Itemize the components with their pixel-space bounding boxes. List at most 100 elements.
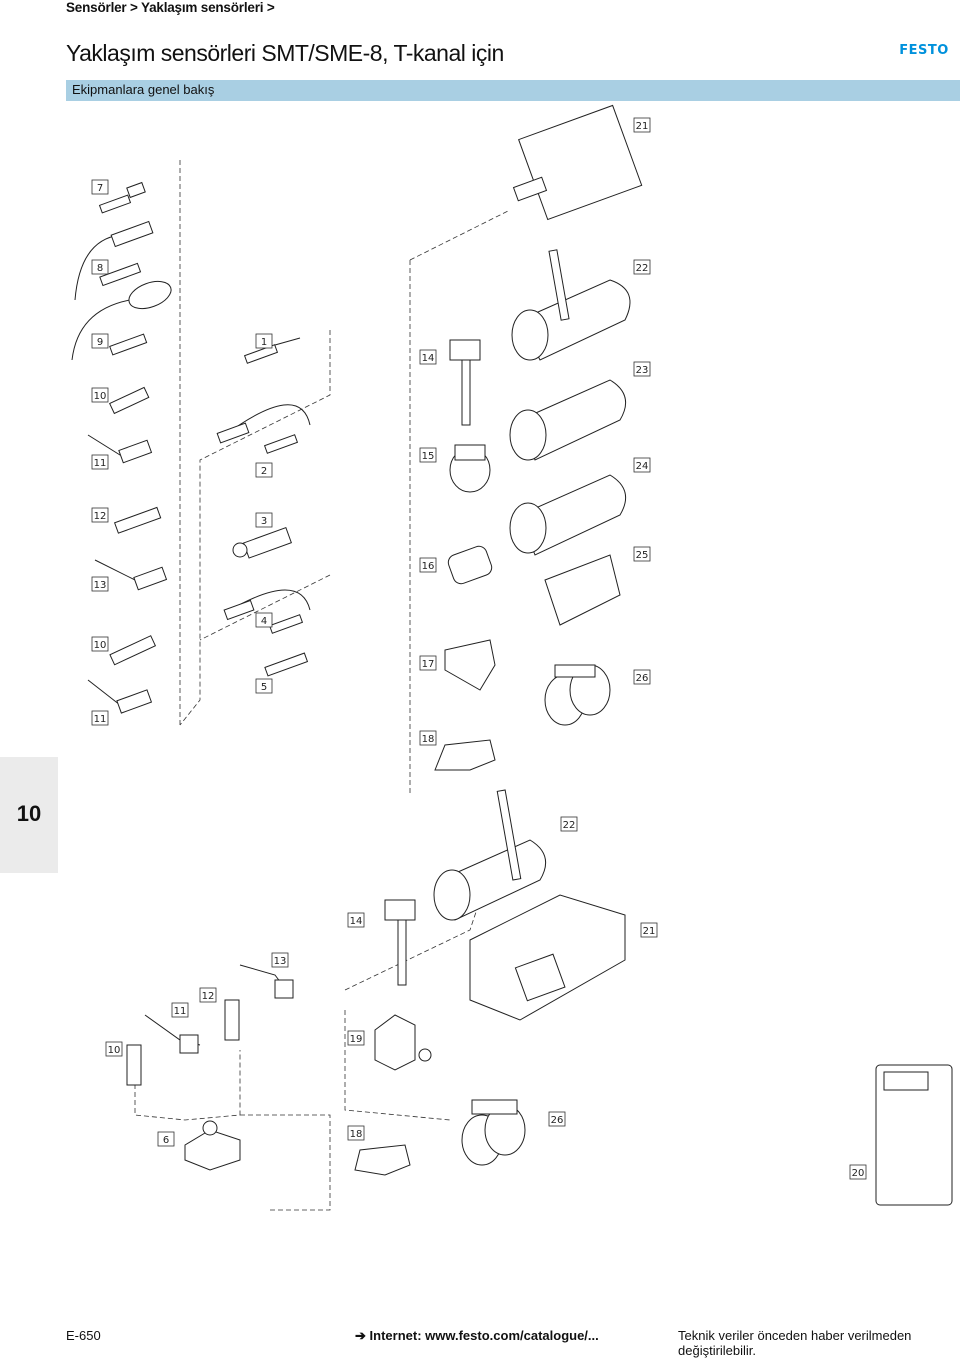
callout-number: 21 (636, 121, 649, 132)
connector-13-icon (94, 559, 168, 591)
clamp-15-icon (449, 444, 491, 493)
callout-number: 15 (422, 451, 435, 462)
callout-box (255, 678, 273, 694)
callout-number: 7 (97, 183, 103, 194)
connector-11-icon (87, 434, 153, 464)
callout-number: 3 (261, 516, 267, 527)
connector-11c-icon (144, 1014, 201, 1054)
callout-number: 17 (422, 659, 435, 670)
disclaimer-note: Teknik veriler önceden haber verilmeden … (678, 1328, 912, 1358)
callout-number: 8 (97, 263, 103, 274)
callout-number: 10 (94, 640, 107, 651)
callout-box (199, 987, 217, 1003)
cylinder-24-icon (509, 474, 627, 556)
callout-number: 18 (422, 734, 435, 745)
callout-number: 11 (94, 714, 107, 725)
callout-number: 25 (636, 550, 649, 561)
adapter-18-icon (434, 739, 496, 771)
chapter-tab[interactable]: 10 (0, 757, 58, 873)
clamp-14-icon (449, 339, 481, 426)
callout-box (640, 922, 658, 938)
connector-10c-icon (126, 1044, 142, 1086)
connector-11b-icon (87, 679, 153, 714)
callout-box (105, 1041, 123, 1057)
connector-7-icon (98, 181, 146, 214)
callout-number: 4 (261, 616, 267, 627)
callout-number: 9 (97, 337, 103, 348)
arrow-right-icon: ➔ (355, 1328, 366, 1343)
callout-box (91, 507, 109, 523)
callout-number: 22 (563, 820, 576, 831)
connector-13b-icon (239, 964, 294, 999)
adapter-18b-icon (354, 1144, 411, 1176)
connector-12-icon (113, 506, 162, 534)
cylinder-21-icon (512, 104, 643, 221)
callout-box (419, 730, 437, 746)
callout-number: 18 (350, 1129, 363, 1140)
callout-box (419, 557, 437, 573)
connector-9-icon (71, 280, 172, 361)
connector-12b-icon (224, 999, 240, 1041)
distributor-6-icon (184, 1120, 241, 1171)
bracket-17-icon (444, 639, 496, 691)
callout-box (91, 333, 109, 349)
connector-10-icon (109, 386, 150, 415)
tester-20-icon (875, 1064, 953, 1206)
callout-box (548, 1111, 566, 1127)
callout-box (91, 710, 109, 726)
callout-box (419, 447, 437, 463)
callout-box (633, 546, 651, 562)
callout-box (419, 655, 437, 671)
callout-box (347, 1125, 365, 1141)
callout-number: 26 (636, 673, 649, 684)
callout-number: 13 (94, 580, 107, 591)
callout-box (91, 179, 109, 195)
callout-number: 10 (94, 391, 107, 402)
callout-number: 20 (852, 1168, 865, 1179)
connector-8-icon (74, 220, 154, 301)
connector-10b-icon (109, 635, 157, 666)
callout-box (91, 454, 109, 470)
breadcrumb[interactable]: Sensörler > Yaklaşım sensörleri > (66, 0, 275, 15)
sensor-1-icon (243, 337, 301, 364)
callout-box (849, 1164, 867, 1180)
tube-26b-icon (461, 1099, 526, 1166)
callout-number: 22 (636, 263, 649, 274)
callout-box (347, 912, 365, 928)
callout-box (255, 462, 273, 478)
section-title: Ekipmanlara genel bakış (72, 82, 215, 97)
callout-box (157, 1131, 175, 1147)
page-number: E-650 (66, 1328, 101, 1343)
callout-number: 11 (174, 1006, 187, 1017)
cylinder-23-icon (509, 379, 627, 461)
catalogue-link[interactable]: ➔ Internet: www.festo.com/catalogue/... (355, 1328, 599, 1344)
callout-box (347, 1030, 365, 1046)
callout-number: 21 (643, 926, 656, 937)
callout-number: 14 (350, 916, 363, 927)
cylinder-22b-icon (433, 789, 547, 921)
sensor-4-icon (223, 589, 311, 634)
callout-box (91, 387, 109, 403)
sensor-3-icon (232, 526, 292, 559)
callout-box (91, 636, 109, 652)
callout-number: 10 (108, 1045, 121, 1056)
callout-number: 5 (261, 682, 267, 693)
sensor-5-icon (264, 652, 309, 677)
callout-box (255, 612, 273, 628)
callout-number: 16 (422, 561, 435, 572)
callout-number: 23 (636, 365, 649, 376)
logo-text: FESTO (899, 43, 949, 56)
callout-number: 1 (261, 337, 267, 348)
cylinder-21b-icon (469, 894, 626, 1021)
chapter-number: 10 (16, 801, 42, 826)
page-title: Yaklaşım sensörleri SMT/SME-8, T-kanal i… (66, 40, 504, 66)
callout-number: 2 (261, 466, 267, 477)
bracket-16-icon (447, 545, 493, 585)
cylinder-22-icon (511, 249, 631, 361)
profile-25-icon (544, 554, 621, 626)
callout-number: 6 (163, 1135, 169, 1146)
callout-box (171, 1002, 189, 1018)
sensor-2-icon (216, 404, 311, 454)
section-bar: Ekipmanlara genel bakış (66, 80, 960, 101)
